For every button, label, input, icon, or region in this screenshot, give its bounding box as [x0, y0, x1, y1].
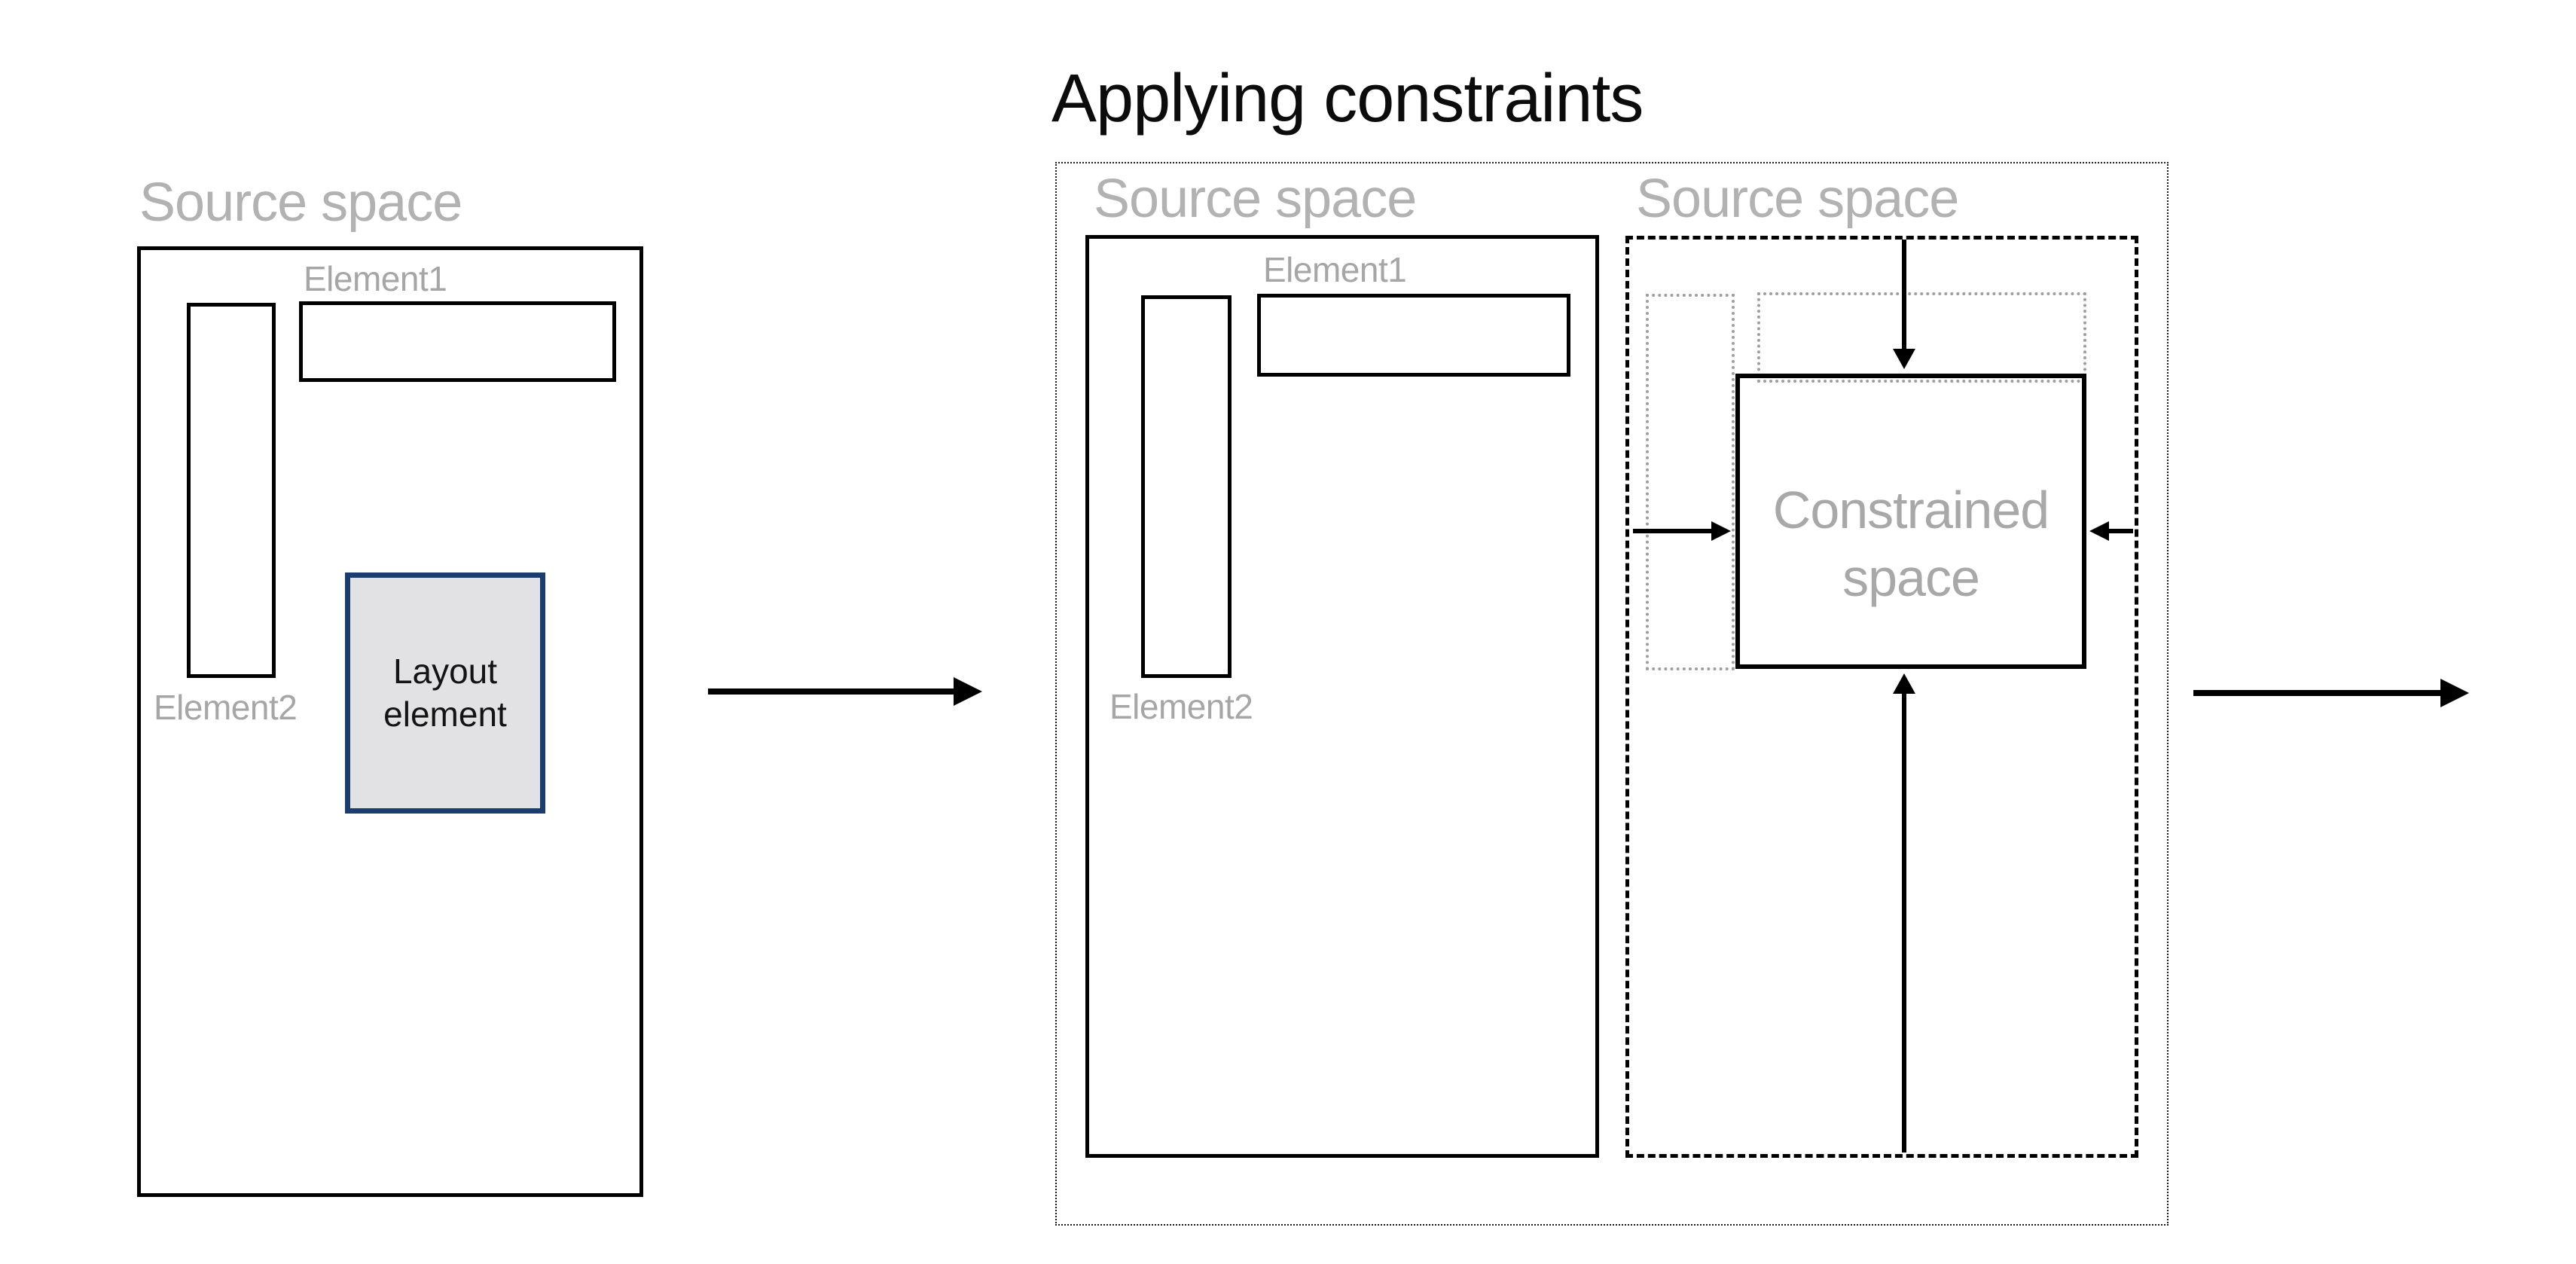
flow-arrow-2-head — [2440, 679, 2469, 707]
layout-element-label: Layout element — [383, 652, 507, 734]
layout-element-box: Layout element — [345, 572, 545, 814]
page-title: Applying constraints — [1051, 61, 1644, 136]
constraint-arrow-left-line — [1633, 529, 1713, 533]
flow-arrow-2-line — [2193, 690, 2442, 696]
source-space-box-middle: Element1 Element2 — [1085, 235, 1599, 1158]
source-space-label-right: Source space — [1636, 169, 1959, 229]
constraint-arrow-right-head — [2089, 521, 2109, 541]
flow-arrow-1-line — [708, 688, 955, 695]
source-space-label-middle: Source space — [1094, 169, 1417, 229]
constraint-arrow-bottom-head — [1893, 673, 1915, 694]
element2-label-middle: Element2 — [1109, 687, 1253, 726]
element1-label-left: Element1 — [304, 259, 447, 298]
flow-arrow-1-head — [954, 677, 982, 706]
constraint-arrow-top-head — [1893, 349, 1915, 369]
constraint-arrow-bottom-line — [1902, 694, 1906, 1153]
element1-rect-middle — [1257, 294, 1570, 377]
constrained-space-box: Constrained space — [1735, 374, 2086, 669]
element2-ghost-rect — [1646, 294, 1735, 670]
constraint-arrow-left-head — [1711, 521, 1731, 541]
source-space-box-left: Element1 Element2 Layout element — [137, 246, 643, 1197]
constraint-arrow-top-line — [1902, 240, 1906, 350]
source-space-label-left: Source space — [139, 173, 462, 233]
element2-rect-left — [187, 303, 276, 678]
applying-constraints-group — [1055, 162, 2169, 1226]
element1-ghost-rect — [1757, 292, 2086, 383]
constrained-space-label: Constrained space — [1772, 481, 2050, 607]
constraint-space-box — [1625, 236, 2138, 1158]
constraint-arrow-right-line — [2109, 529, 2133, 533]
element2-label-left: Element2 — [154, 688, 298, 727]
element1-rect-left — [299, 301, 616, 382]
element2-rect-middle — [1141, 295, 1232, 678]
element1-label-middle: Element1 — [1263, 250, 1407, 289]
